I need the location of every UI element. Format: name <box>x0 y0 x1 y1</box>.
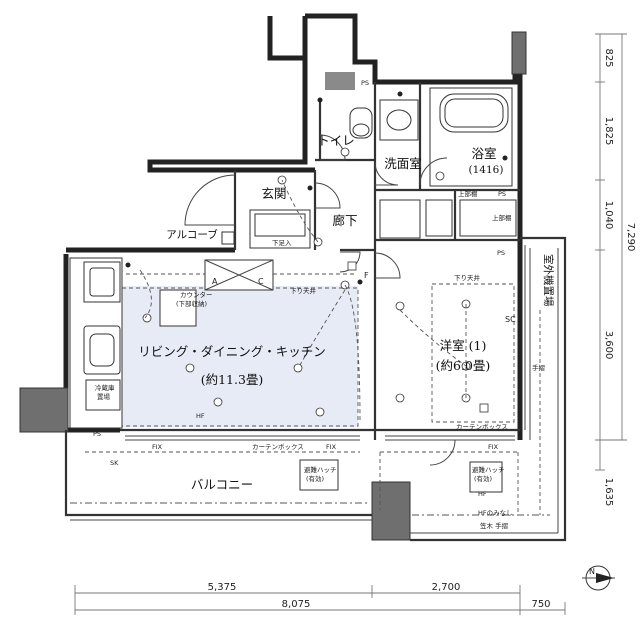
room-outdoor-unit: 室外機置場 <box>542 254 555 307</box>
drop-ceiling-western <box>431 283 515 423</box>
dim-right-1825: 1,825 <box>603 117 614 146</box>
room-washroom: 洗面室 <box>384 156 422 171</box>
label-ps-4: PS <box>93 430 101 438</box>
label-hatch-1-sub: (有効) <box>306 474 324 483</box>
label-hatch-2-sub: (有効) <box>474 474 492 483</box>
label-fix-3: FIX <box>488 443 499 451</box>
label-a: A <box>212 277 218 286</box>
label-f: F <box>364 271 369 280</box>
column-small <box>325 72 355 90</box>
label-hf-note: HFのみなし <box>478 509 513 517</box>
compass-label: N <box>589 567 595 576</box>
dim-right-1635: 1,635 <box>603 478 614 507</box>
label-counter-sub: (下部収納) <box>176 299 207 308</box>
label-handrail: 手摺 <box>532 363 546 372</box>
dim-right-1040: 1,040 <box>603 201 614 230</box>
washroom-fixtures <box>349 99 517 239</box>
label-curtain-box-2: カーテンボックス <box>456 423 508 431</box>
room-bath: 浴室 <box>471 146 496 161</box>
label-sc: SC <box>505 315 516 324</box>
label-drop-ceiling-1: 下り天井 <box>290 286 317 295</box>
label-sk: SK <box>110 459 119 467</box>
dim-bottom-750: 750 <box>531 599 550 610</box>
dim-right-825: 825 <box>603 48 614 67</box>
label-fix-2: FIX <box>326 443 337 451</box>
room-western: 洋室 (1) <box>440 338 487 353</box>
label-hatch-1: 避難ハッチ <box>304 465 337 474</box>
room-entrance: 玄関 <box>261 186 286 201</box>
label-ps-1: PS <box>361 79 369 87</box>
label-handrail-bottom: 笠木 手摺 <box>480 521 509 530</box>
dim-bottom-8075: 8,075 <box>282 599 311 610</box>
room-corridor: 廊下 <box>332 213 357 228</box>
balcony-outline <box>64 236 567 542</box>
kitchen <box>69 257 274 429</box>
room-western-size: (約6.0畳) <box>436 358 491 373</box>
label-hf-1: HF <box>196 412 205 420</box>
hatch-balcony <box>299 459 339 491</box>
room-toilet: トイレ <box>317 133 355 148</box>
room-ldk: リビング・ダイニング・キッチン <box>138 344 326 359</box>
hatch-right <box>469 461 503 493</box>
compass <box>582 565 615 591</box>
column-left <box>19 387 69 433</box>
windows <box>125 245 526 441</box>
right-dimension-lines <box>595 33 627 471</box>
label-c: C <box>258 277 264 286</box>
label-drop-ceiling-2: 下り天井 <box>454 273 481 282</box>
room-balcony: バルコニー <box>191 477 253 492</box>
label-fridge: 冷蔵庫 <box>95 383 115 392</box>
column-mid <box>371 481 411 541</box>
label-upper-shelf-2: 上部棚 <box>492 213 512 222</box>
column-top <box>511 31 527 75</box>
label-shoe-box: 下足入 <box>272 239 292 247</box>
dim-right-3600: 3,600 <box>603 331 614 360</box>
label-ps-2: PS <box>498 190 506 198</box>
label-counter: カウンター <box>180 290 213 299</box>
label-fridge-sub: 置場 <box>97 392 111 401</box>
room-ldk-size: (約11.3畳) <box>201 372 264 387</box>
bathroom <box>429 87 513 187</box>
label-hf-2: HF <box>478 490 487 498</box>
label-upper-shelf-1: 上部棚 <box>458 189 478 198</box>
dim-right-total: 7,290 <box>625 223 636 252</box>
label-curtain-box-1: カーテンボックス <box>252 443 304 451</box>
label-hatch-2: 避難ハッチ <box>472 465 505 474</box>
room-alcove: アルコーブ <box>166 228 218 241</box>
label-ps-3: PS <box>497 249 505 257</box>
label-fix-1: FIX <box>152 443 163 451</box>
dim-bottom-2700: 2,700 <box>432 582 461 593</box>
doors <box>184 134 456 466</box>
bottom-dimension-lines <box>74 585 566 615</box>
electrical-devices <box>125 91 508 421</box>
room-bath-size: (1416) <box>469 164 504 176</box>
dim-bottom-5375: 5,375 <box>208 582 237 593</box>
